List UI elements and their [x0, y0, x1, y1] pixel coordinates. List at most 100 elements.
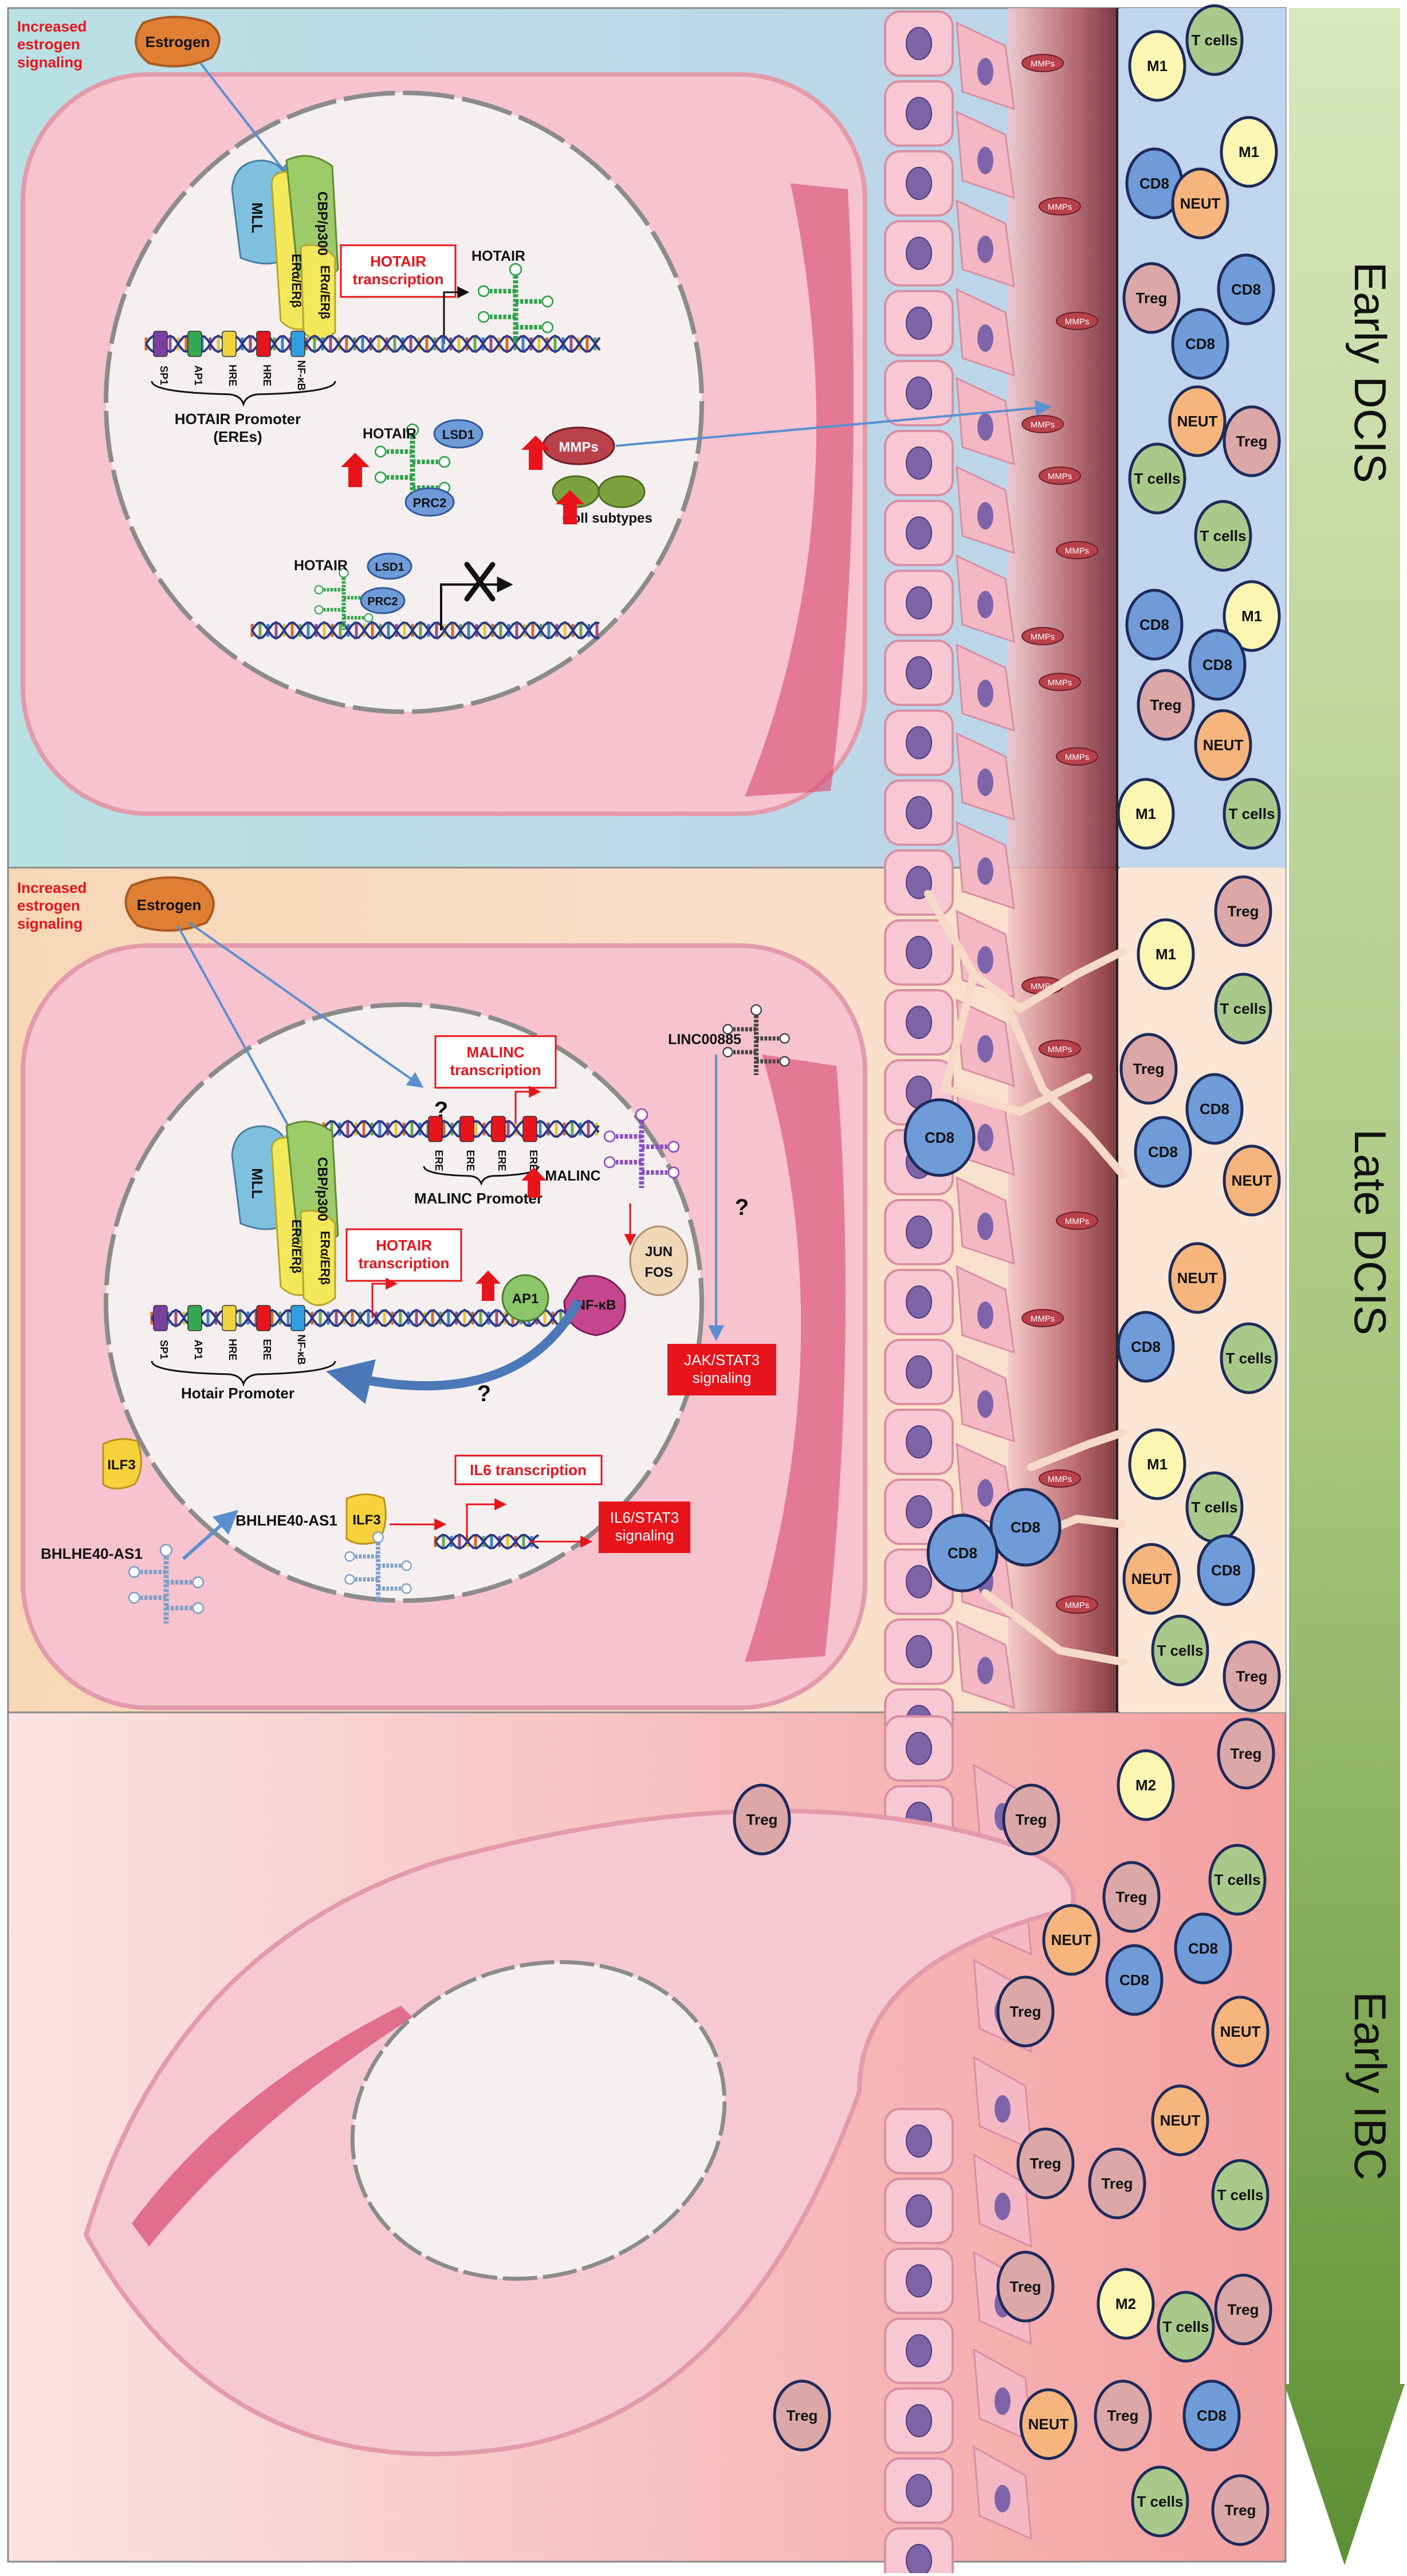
immune-cell-neut-25: NEUT: [1223, 1144, 1281, 1217]
promoter-element-label: SP1: [158, 366, 170, 385]
mmp-label: MMPs: [1065, 1217, 1090, 1226]
immune-cell-neut-8: NEUT: [1168, 385, 1227, 457]
immune-cell-label: Treg: [1010, 2278, 1042, 2295]
immune-cell-body: [1174, 1912, 1232, 1985]
immune-cell-body: [1016, 2127, 1075, 2199]
coll-subtype-b: [598, 475, 646, 508]
rna-loop: [406, 423, 419, 437]
linc00885-label: LINC00885: [668, 1032, 741, 1048]
immune-cell-label: Treg: [1228, 903, 1259, 920]
immune-cell-cd8-32: CD8: [1197, 1534, 1255, 1606]
ap1-label: AP1: [512, 1291, 539, 1307]
immune-cell-treg-36: Treg: [1217, 1718, 1275, 1790]
mll-label-early: MLL: [249, 202, 266, 233]
immune-cell-body: [1137, 918, 1195, 990]
rna-loop: [541, 321, 554, 334]
myoepithelial-nucleus: [977, 502, 993, 530]
immune-cell-label: T cells: [1215, 1871, 1261, 1888]
immune-cell-body: [1214, 973, 1272, 1045]
hotair-transcription-box-late: [345, 1228, 462, 1282]
immune-cell-treg-56: Treg: [1094, 2379, 1152, 2452]
immune-cell-label: T cells: [1220, 1000, 1267, 1017]
epithelial-nucleus: [906, 516, 932, 550]
epithelial-nucleus: [906, 656, 932, 689]
immune-cell-neut-41: NEUT: [1042, 1904, 1101, 1976]
rna-loop: [128, 1566, 140, 1578]
epithelial-nucleus: [906, 27, 932, 60]
immune-cell-body: [1211, 1995, 1270, 2068]
promoter-bracket-late: [151, 1360, 336, 1387]
infiltrating-cd8-1: CD8: [989, 1488, 1062, 1567]
immune-cell-t-11: T cells: [1194, 500, 1252, 572]
immune-cell-label: M2: [1115, 2295, 1136, 2312]
immune-cell-treg-34: Treg: [1223, 1640, 1281, 1712]
coactivator-complex-late: MLL CBP/p300 ERα/ERβ ERα/ERβ: [231, 1120, 339, 1306]
immune-cell-cd8-23: CD8: [1185, 1073, 1244, 1145]
immune-cell-label: Treg: [1136, 289, 1168, 307]
immune-cell-body: [1220, 116, 1278, 188]
immune-cell-label: T cells: [1163, 2318, 1209, 2335]
myoepithelial-nucleus: [977, 1657, 993, 1684]
stage-label-late-dcis: Late DCIS: [1345, 1129, 1396, 1335]
mmp-label: MMPs: [1031, 1314, 1055, 1324]
promoter-element-label: ERE: [528, 1150, 539, 1171]
immune-cell-label: M2: [1135, 1777, 1156, 1794]
hotair-rna-structure-early: [477, 262, 554, 343]
cbp-label-late: CBP/p300: [315, 1157, 330, 1221]
invading-nucleus: [995, 2387, 1011, 2415]
immune-cell-t-58: T cells: [1131, 2465, 1189, 2538]
mmp-label: MMPs: [1065, 546, 1090, 556]
mmp-label: MMPs: [1065, 1601, 1090, 1610]
myoepithelial-nucleus: [977, 324, 993, 352]
immune-cell-body: [1168, 1242, 1227, 1314]
immune-cell-label: Treg: [1133, 1060, 1165, 1077]
myoepithelial-nucleus: [977, 1035, 993, 1062]
immune-cell-body: [1088, 2147, 1146, 2220]
promoter-element-block: [222, 331, 237, 357]
promoter-element-label: ERE: [433, 1150, 445, 1171]
immune-cell-body: [1117, 778, 1175, 850]
immune-cell-neut-55: NEUT: [1019, 2388, 1078, 2460]
mmp-molecule: [1056, 312, 1098, 330]
immune-cell-cd8-43: CD8: [1174, 1912, 1232, 1985]
immune-cell-label: M1: [1147, 57, 1168, 75]
epithelial-nucleus: [906, 2194, 932, 2228]
mmp-lozenges: MMPsMMPsMMPsMMPsMMPsMMPsMMPsMMPsMMPsMMPs…: [1021, 54, 1098, 1614]
immune-cell-treg-22: Treg: [1119, 1033, 1178, 1105]
immune-cell-body: [1151, 2084, 1209, 2157]
immune-cell-cd8-13: CD8: [1125, 589, 1184, 661]
ilf3-label-nuc: ILF3: [352, 1512, 380, 1528]
myoepithelial-nucleus: [977, 147, 993, 174]
mmp-label: MMPs: [1048, 678, 1072, 688]
immune-cell-body: [1214, 2273, 1272, 2346]
lsd1-label-early: LSD1: [442, 428, 474, 442]
immune-cell-cd8-27: CD8: [1117, 1311, 1175, 1383]
mmp-label: MMPs: [1031, 59, 1055, 69]
myoepithelial-nucleus: [977, 857, 993, 885]
immune-cell-body: [1223, 778, 1281, 850]
immune-cell-t-28: T cells: [1220, 1322, 1278, 1394]
rna-loop: [372, 1531, 384, 1543]
hotair-complex-repressive: [314, 567, 374, 630]
ilf3-cyto: [102, 1438, 142, 1489]
mmp-label: MMPs: [1048, 202, 1072, 212]
progression-arrow: [1284, 8, 1405, 2565]
rna-loop: [509, 262, 522, 276]
immune-cell-cd8-7: CD8: [1171, 308, 1229, 380]
immune-cell-label: CD8: [1211, 1562, 1241, 1579]
basement-stroma: [1008, 8, 1117, 1712]
myoepithelial-nucleus: [977, 1390, 993, 1418]
immune-cell-label: Treg: [1010, 2003, 1042, 2020]
immune-cell-cd8-42: CD8: [1105, 1944, 1164, 2016]
immune-cell-t-21: T cells: [1214, 973, 1272, 1045]
promoter-element-block: [491, 1116, 506, 1142]
immune-cell-neut-31: NEUT: [1122, 1543, 1181, 1615]
epithelial-nucleus: [906, 1216, 932, 1249]
lsd1-repressive: [367, 552, 412, 580]
rna-loop: [750, 1004, 762, 1016]
immune-cell-label: Treg: [1231, 1745, 1262, 1762]
promoter-element-block: [153, 1305, 168, 1331]
